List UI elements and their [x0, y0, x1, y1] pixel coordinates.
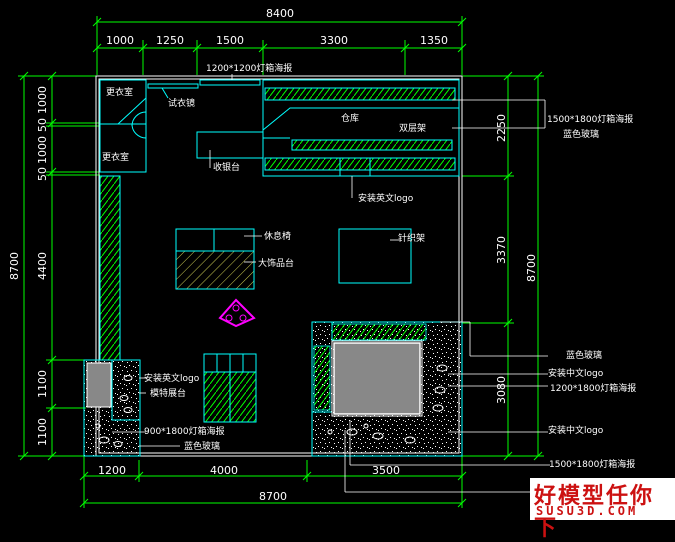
right-leader-lines: [344, 99, 550, 493]
outer-wall: [95, 75, 463, 457]
changing-room-label-1: 更衣室: [106, 86, 133, 98]
blue-glass-right-top-label: 蓝色玻璃: [563, 128, 599, 140]
lightbox-top-label: 1200*1200灯箱海报: [206, 62, 292, 74]
top-dimension-4: 3300: [320, 34, 348, 47]
right-dimension-2: 3370: [495, 236, 508, 264]
left-dimension-1: 1000: [36, 86, 49, 114]
top-dimension-5: 1350: [420, 34, 448, 47]
top-total-dimension: 8400: [266, 7, 294, 20]
cashier-label: 收银台: [213, 161, 240, 173]
left-total-dimension: 8700: [8, 252, 21, 280]
english-logo-top-marker: [339, 157, 371, 198]
bottom-dimension-1: 1200: [98, 464, 126, 477]
bottom-right-display-area: [311, 321, 463, 457]
bottom-total-dimension: 8700: [259, 490, 287, 503]
top-dimension-lines: [92, 16, 467, 75]
right-dimension-3: 3080: [495, 376, 508, 404]
site-watermark: 好模型任你下 SUSU3D.COM: [530, 478, 675, 541]
cashier-counter: [196, 131, 264, 168]
lounge-chair-label: 休息椅: [264, 230, 291, 242]
fitting-mirror: [147, 83, 199, 99]
right-dimension-lines: [462, 71, 544, 461]
display-table-label: 大饰品台: [258, 257, 294, 269]
left-dimension-4: 50: [36, 167, 49, 181]
clothing-racks-center: [203, 353, 257, 423]
english-logo-left-label: 安装英文logo: [144, 372, 200, 384]
knit-rack: [338, 228, 412, 284]
lightbox-top: [199, 74, 261, 86]
warehouse-label: 仓库: [341, 112, 359, 124]
changing-rooms: [99, 79, 147, 173]
left-dimension-7: 1100: [36, 418, 49, 446]
left-dimension-2: 50: [36, 118, 49, 132]
left-dimension-3: 1000: [36, 136, 49, 164]
left-dimension-5: 4400: [36, 252, 49, 280]
model-stage-label: 模特展台: [150, 387, 186, 399]
bottom-dimension-3: 3500: [372, 464, 400, 477]
bottom-left-window-area: [83, 359, 180, 457]
display-table: [175, 250, 256, 290]
blue-glass-bottom-left-label: 蓝色玻璃: [184, 440, 220, 452]
blue-glass-right-mid-label: 蓝色玻璃: [566, 349, 602, 361]
warehouse-area: [262, 79, 460, 177]
lightbox-bottom-left-label: 900*1800灯箱海报: [144, 425, 225, 437]
magenta-marker-icon: [218, 298, 256, 328]
changing-room-label-2: 更衣室: [102, 151, 129, 163]
watermark-english-text: SUSU3D.COM: [536, 504, 639, 518]
chinese-logo-right-label-2: 安装中文logo: [548, 424, 604, 436]
double-rack-label: 双层架: [399, 123, 426, 134]
top-dimension-1: 1000: [106, 34, 134, 47]
fitting-mirror-label: 试衣镜: [168, 97, 195, 109]
top-dimension-3: 1500: [216, 34, 244, 47]
inner-wall: [98, 78, 460, 454]
chinese-logo-right-label-1: 安装中文logo: [548, 367, 604, 379]
lightbox-bottom-label: 1500*1800灯箱海报: [549, 458, 635, 470]
lounge-chair: [175, 228, 262, 252]
english-logo-top-label: 安装英文logo: [358, 192, 414, 204]
floor-plan: 8400 1000 1250 1500 3300 1350 8700 1000 …: [8, 7, 636, 508]
bottom-dimension-lines: [79, 456, 467, 508]
left-wall-rack: [99, 175, 121, 361]
knit-rack-label: 针织架: [398, 232, 425, 244]
bottom-dimension-2: 4000: [210, 464, 238, 477]
top-dimension-2: 1250: [156, 34, 184, 47]
lightbox-right-top-label: 1500*1800灯箱海报: [547, 113, 633, 125]
left-dimension-6: 1100: [36, 370, 49, 398]
right-total-dimension: 8700: [525, 254, 538, 282]
lightbox-right-mid-label: 1200*1800灯箱海报: [550, 382, 636, 394]
left-dimension-lines: [18, 71, 100, 461]
